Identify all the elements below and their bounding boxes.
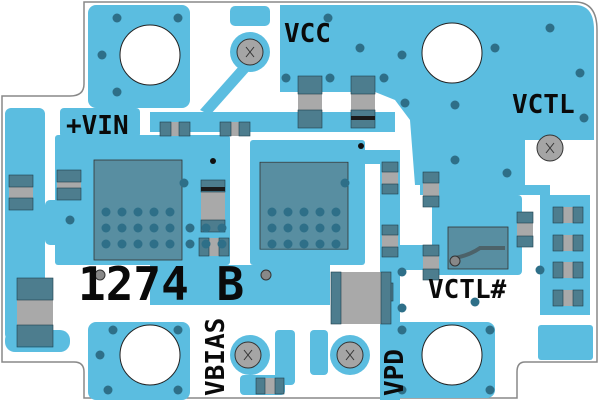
via: [201, 223, 211, 233]
via: [108, 325, 118, 335]
via: [575, 68, 585, 78]
via: [117, 239, 127, 249]
via: [299, 207, 309, 217]
via: [112, 13, 122, 23]
via: [283, 207, 293, 217]
via: [535, 265, 545, 275]
via: [185, 239, 195, 249]
via: [267, 239, 277, 249]
via: [117, 223, 127, 233]
via: [502, 168, 512, 178]
via: [267, 207, 277, 217]
via: [117, 207, 127, 217]
label-vctl: VCTL: [512, 90, 575, 120]
mounting-hole: [421, 324, 483, 386]
via: [101, 207, 111, 217]
label-vbias: VBIAS: [201, 318, 231, 396]
via: [65, 215, 75, 225]
mounting-hole: [119, 24, 181, 86]
via: [397, 50, 407, 60]
label-vpd: VPD: [380, 349, 410, 396]
via: [450, 100, 460, 110]
via: [379, 73, 389, 83]
via: [173, 385, 183, 395]
via: [485, 325, 495, 335]
label-vcc: VCC: [284, 19, 331, 49]
via: [217, 239, 227, 249]
via: [165, 223, 175, 233]
mounting-hole: [119, 324, 181, 386]
label-vctl-n: VCTL#: [428, 275, 507, 305]
via: [340, 178, 350, 188]
via: [133, 239, 143, 249]
via: [397, 325, 407, 335]
via: [397, 267, 407, 277]
via: [149, 207, 159, 217]
vias: [65, 13, 589, 395]
via: [95, 350, 105, 360]
passive-components: [8, 75, 584, 395]
via: [325, 73, 335, 83]
test-point-vbias[interactable]: [234, 341, 262, 369]
via: [133, 207, 143, 217]
via: [355, 43, 365, 53]
via: [450, 155, 460, 165]
label-part-number: 1274 B: [78, 257, 244, 311]
via: [400, 98, 410, 108]
via: [397, 385, 407, 395]
via: [470, 297, 480, 307]
via: [281, 73, 291, 83]
via: [490, 43, 500, 53]
via: [299, 239, 309, 249]
via: [315, 223, 325, 233]
test-point-vctl[interactable]: [536, 134, 564, 162]
via: [112, 87, 122, 97]
test-point-vpd[interactable]: [336, 341, 364, 369]
via: [185, 223, 195, 233]
via: [283, 223, 293, 233]
via: [101, 239, 111, 249]
ic-u2: [259, 161, 349, 250]
via: [331, 223, 341, 233]
via: [133, 223, 143, 233]
via: [217, 223, 227, 233]
via: [283, 239, 293, 249]
via: [299, 223, 309, 233]
label-vin: +VIN: [66, 111, 129, 141]
via: [173, 13, 183, 23]
via: [397, 303, 407, 313]
via: [323, 13, 333, 23]
test-point-vcc[interactable]: [236, 38, 264, 66]
via: [267, 223, 277, 233]
via: [331, 239, 341, 249]
via: [579, 113, 589, 123]
via: [101, 223, 111, 233]
via: [97, 50, 107, 60]
via: [545, 23, 555, 33]
via: [165, 239, 175, 249]
via: [173, 325, 183, 335]
via: [315, 239, 325, 249]
via: [103, 385, 113, 395]
via: [149, 239, 159, 249]
via: [165, 207, 175, 217]
via: [179, 178, 189, 188]
mounting-hole: [421, 22, 483, 84]
via: [149, 223, 159, 233]
via: [485, 385, 495, 395]
via: [201, 239, 211, 249]
via: [315, 207, 325, 217]
via: [331, 207, 341, 217]
